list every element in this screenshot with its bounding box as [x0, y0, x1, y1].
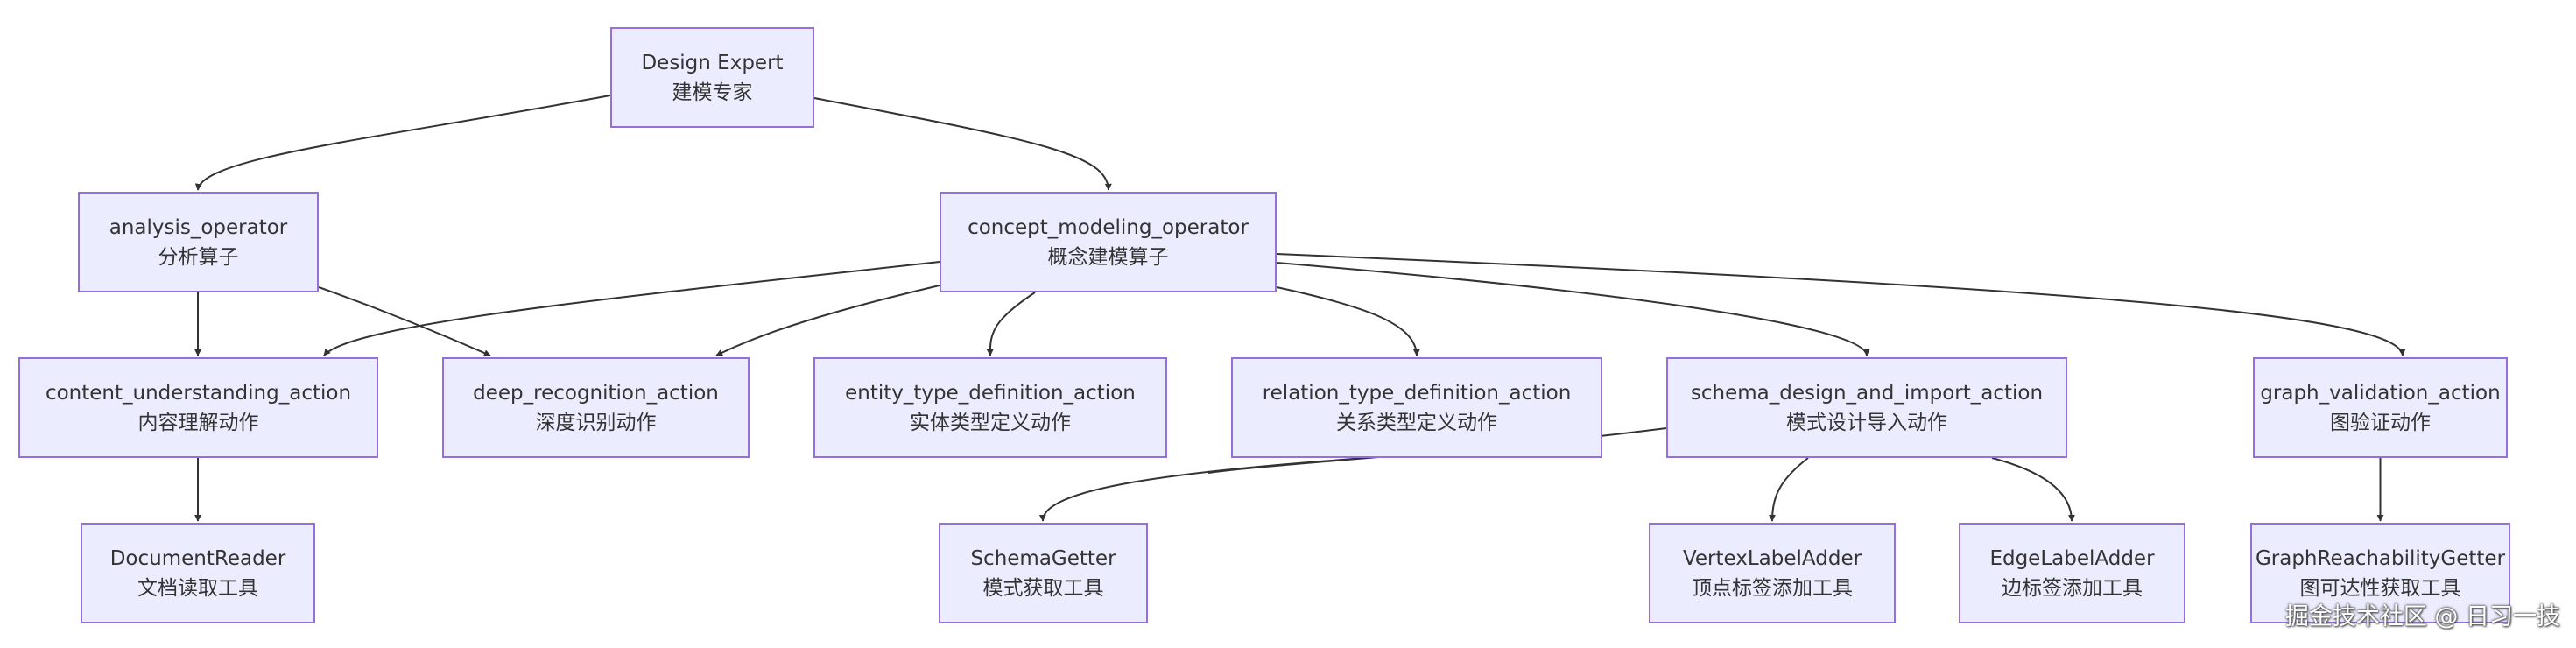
node-name: GraphReachabilityGetter	[2255, 546, 2506, 570]
edge-concept-modeling-operator-to-relation-type-definition-action	[1276, 286, 1420, 356]
node-content-understanding-action[interactable]: content_understanding_action 内容理解动作	[18, 357, 378, 458]
node-label: 图可达性获取工具	[2299, 576, 2461, 600]
node-relation-type-definition-action[interactable]: relation_type_definition_action 关系类型定义动作	[1231, 357, 1602, 458]
node-name: graph_validation_action	[2260, 381, 2501, 405]
edge-concept-modeling-operator-to-schema-design-and-import-action	[1276, 262, 1870, 356]
node-label: 顶点标签添加工具	[1692, 576, 1853, 600]
node-deep-recognition-action[interactable]: deep_recognition_action 深度识别动作	[442, 357, 750, 458]
node-name: VertexLabelAdder	[1682, 546, 1862, 570]
node-schema-getter[interactable]: SchemaGetter 模式获取工具	[939, 523, 1148, 623]
node-label: 模式获取工具	[982, 576, 1104, 600]
node-label: 关系类型定义动作	[1336, 411, 1497, 434]
node-schema-design-and-import-action[interactable]: schema_design_and_import_action 模式设计导入动作	[1666, 357, 2067, 458]
edge-concept-modeling-operator-to-deep-recognition-action	[715, 285, 940, 356]
node-edge-label-adder[interactable]: EdgeLabelAdder 边标签添加工具	[1959, 523, 2185, 623]
edge-concept-modeling-operator-to-entity-type-definition-action	[986, 292, 1036, 356]
edge-concept-modeling-operator-to-graph-validation-action	[1276, 253, 2406, 356]
node-name: relation_type_definition_action	[1262, 381, 1572, 405]
node-label: 图验证动作	[2330, 411, 2431, 434]
node-label: 建模专家	[672, 81, 753, 104]
node-name: SchemaGetter	[970, 546, 1116, 570]
node-label: 内容理解动作	[137, 411, 259, 434]
node-label: 实体类型定义动作	[910, 411, 1071, 434]
node-document-reader[interactable]: DocumentReader 文档读取工具	[81, 523, 315, 623]
node-name: DocumentReader	[109, 546, 286, 570]
node-graph-reachability-getter[interactable]: GraphReachabilityGetter 图可达性获取工具	[2250, 523, 2510, 623]
node-name: Design Expert	[641, 51, 784, 74]
node-name: entity_type_definition_action	[845, 381, 1136, 405]
watermark: 掘金技术社区 @ 日习一技	[2284, 603, 2560, 630]
node-entity-type-definition-action[interactable]: entity_type_definition_action 实体类型定义动作	[813, 357, 1167, 458]
node-design-expert[interactable]: Design Expert 建模专家	[610, 27, 814, 128]
node-name: concept_modeling_operator	[968, 215, 1249, 239]
edge-design-expert-to-analysis-operator	[194, 95, 611, 191]
node-vertex-label-adder[interactable]: VertexLabelAdder 顶点标签添加工具	[1649, 523, 1896, 623]
node-label: 文档读取工具	[137, 576, 258, 600]
edge-schema-design-and-import-action-to-vertex-label-adder	[1769, 457, 1809, 522]
node-analysis-operator[interactable]: analysis_operator 分析算子	[78, 192, 319, 292]
edge-relation-type-definition-action-to-schema-getter	[1038, 457, 1367, 522]
node-name: analysis_operator	[109, 215, 288, 239]
node-concept-modeling-operator[interactable]: concept_modeling_operator 概念建模算子	[940, 192, 1277, 292]
edge-concept-modeling-operator-to-content-understanding-action	[323, 261, 940, 356]
edge-analysis-operator-to-deep-recognition-action	[318, 286, 491, 356]
node-label: 深度识别动作	[535, 411, 657, 434]
node-label: 模式设计导入动作	[1786, 411, 1947, 434]
node-name: content_understanding_action	[45, 381, 352, 405]
edge-design-expert-to-concept-modeling-operator	[813, 97, 1112, 191]
node-label: 概念建模算子	[1047, 245, 1169, 269]
node-graph-validation-action[interactable]: graph_validation_action 图验证动作	[2253, 357, 2508, 458]
node-name: deep_recognition_action	[473, 381, 719, 405]
edge-schema-design-and-import-action-to-edge-label-adder	[1991, 457, 2075, 522]
node-label: 分析算子	[158, 245, 239, 269]
node-label: 边标签添加工具	[2002, 576, 2143, 600]
node-name: EdgeLabelAdder	[1989, 546, 2155, 570]
node-name: schema_design_and_import_action	[1690, 381, 2044, 405]
